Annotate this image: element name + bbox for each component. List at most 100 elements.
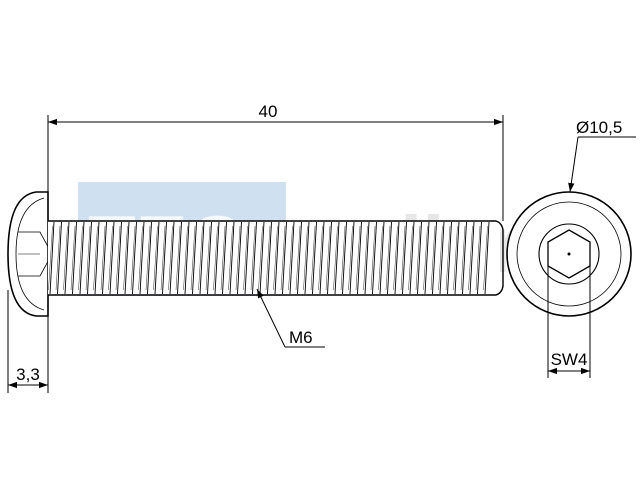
thread-root-line — [333, 225, 338, 291]
thread-root-line — [378, 225, 383, 291]
thread-root-line — [468, 225, 473, 291]
thread-line — [169, 221, 175, 295]
thread-line — [267, 221, 272, 295]
thread-lines — [48, 221, 490, 295]
dimension-thread-label: M6 — [289, 328, 313, 347]
thread-line — [244, 221, 250, 295]
thread-root-line — [63, 225, 68, 291]
thread-line — [274, 221, 280, 295]
dimension-diameter-label: Ø10,5 — [576, 118, 622, 137]
thread-line — [304, 221, 310, 295]
thread-root-line — [130, 225, 136, 291]
thread-line — [184, 221, 190, 295]
thread-root-line — [160, 225, 166, 291]
thread-line — [94, 221, 100, 295]
dimension-head-height — [7, 290, 49, 393]
thread-root-line — [393, 225, 398, 291]
thread-root-line — [78, 225, 83, 291]
thread-line — [237, 221, 242, 295]
thread-line — [394, 221, 400, 295]
thread-line — [409, 221, 415, 295]
thread-line — [177, 221, 182, 295]
thread-line — [484, 221, 490, 295]
thread-line — [469, 221, 475, 295]
thread-root-line — [438, 225, 443, 291]
thread-root-line — [48, 225, 53, 291]
thread-line — [312, 221, 317, 295]
thread-root-line — [385, 225, 391, 291]
thread-line — [439, 221, 445, 295]
thread-root-line — [475, 225, 481, 291]
thread-root-line — [175, 225, 181, 291]
center-point — [567, 252, 571, 256]
thread-line — [447, 221, 452, 295]
thread-root-line — [453, 225, 458, 291]
thread-root-line — [145, 225, 151, 291]
hex-socket — [547, 229, 591, 279]
thread-root-line — [205, 225, 211, 291]
thread-root-line — [168, 225, 173, 291]
thread-line — [402, 221, 407, 295]
thread-root-line — [310, 225, 316, 291]
thread-line — [349, 221, 355, 295]
thread-root-line — [243, 225, 248, 291]
thread-line — [462, 221, 467, 295]
thread-line — [477, 221, 482, 295]
thread-line — [282, 221, 287, 295]
thread-line — [387, 221, 392, 295]
thread-root-line — [220, 225, 226, 291]
dimension-head-height-label: 3,3 — [16, 365, 40, 384]
thread-root-line — [340, 225, 346, 291]
thread-line — [379, 221, 385, 295]
thread-line — [147, 221, 152, 295]
dimension-diameter — [568, 136, 636, 193]
thread-root-line — [280, 225, 286, 291]
thread-line — [72, 221, 77, 295]
thread-root-line — [400, 225, 406, 291]
socket-circle — [538, 223, 600, 285]
thread-line — [57, 221, 62, 295]
thread-line — [454, 221, 460, 295]
thread-line — [102, 221, 107, 295]
thread-root-line — [250, 225, 256, 291]
thread-line — [342, 221, 347, 295]
thread-root-line — [85, 225, 91, 291]
screw-side-view — [7, 191, 504, 317]
thread-root-line — [370, 225, 376, 291]
thread-root-line — [445, 225, 451, 291]
thread-root-line — [303, 225, 308, 291]
thread-root-line — [460, 225, 466, 291]
thread-root-line — [363, 225, 368, 291]
thread-line — [222, 221, 227, 295]
thread-root-line — [423, 225, 428, 291]
leader-diameter — [568, 136, 579, 193]
thread-line — [319, 221, 325, 295]
thread-root-line — [415, 225, 421, 291]
thread-line — [327, 221, 332, 295]
thread-root-line — [295, 225, 301, 291]
thread-root-line — [228, 225, 233, 291]
thread-root-line — [55, 225, 61, 291]
head-inner-circle — [516, 201, 622, 307]
thread-root-line — [355, 225, 361, 291]
thread-root-line — [108, 225, 113, 291]
thread-line — [87, 221, 92, 295]
thread-root-line — [483, 225, 488, 291]
thread-line — [424, 221, 430, 295]
thread-line — [229, 221, 235, 295]
thread-line — [124, 221, 130, 295]
thread-root-line — [325, 225, 331, 291]
thread-root-line — [288, 225, 293, 291]
thread-line — [357, 221, 362, 295]
thread-line — [259, 221, 265, 295]
thread-line — [192, 221, 197, 295]
thread-root-line — [183, 225, 188, 291]
thread-line — [289, 221, 295, 295]
thread-line — [132, 221, 137, 295]
screw-end-view — [506, 191, 632, 317]
thread-line — [139, 221, 145, 295]
thread-line — [207, 221, 212, 295]
thread-root-line — [348, 225, 353, 291]
thread-root-line — [430, 225, 436, 291]
